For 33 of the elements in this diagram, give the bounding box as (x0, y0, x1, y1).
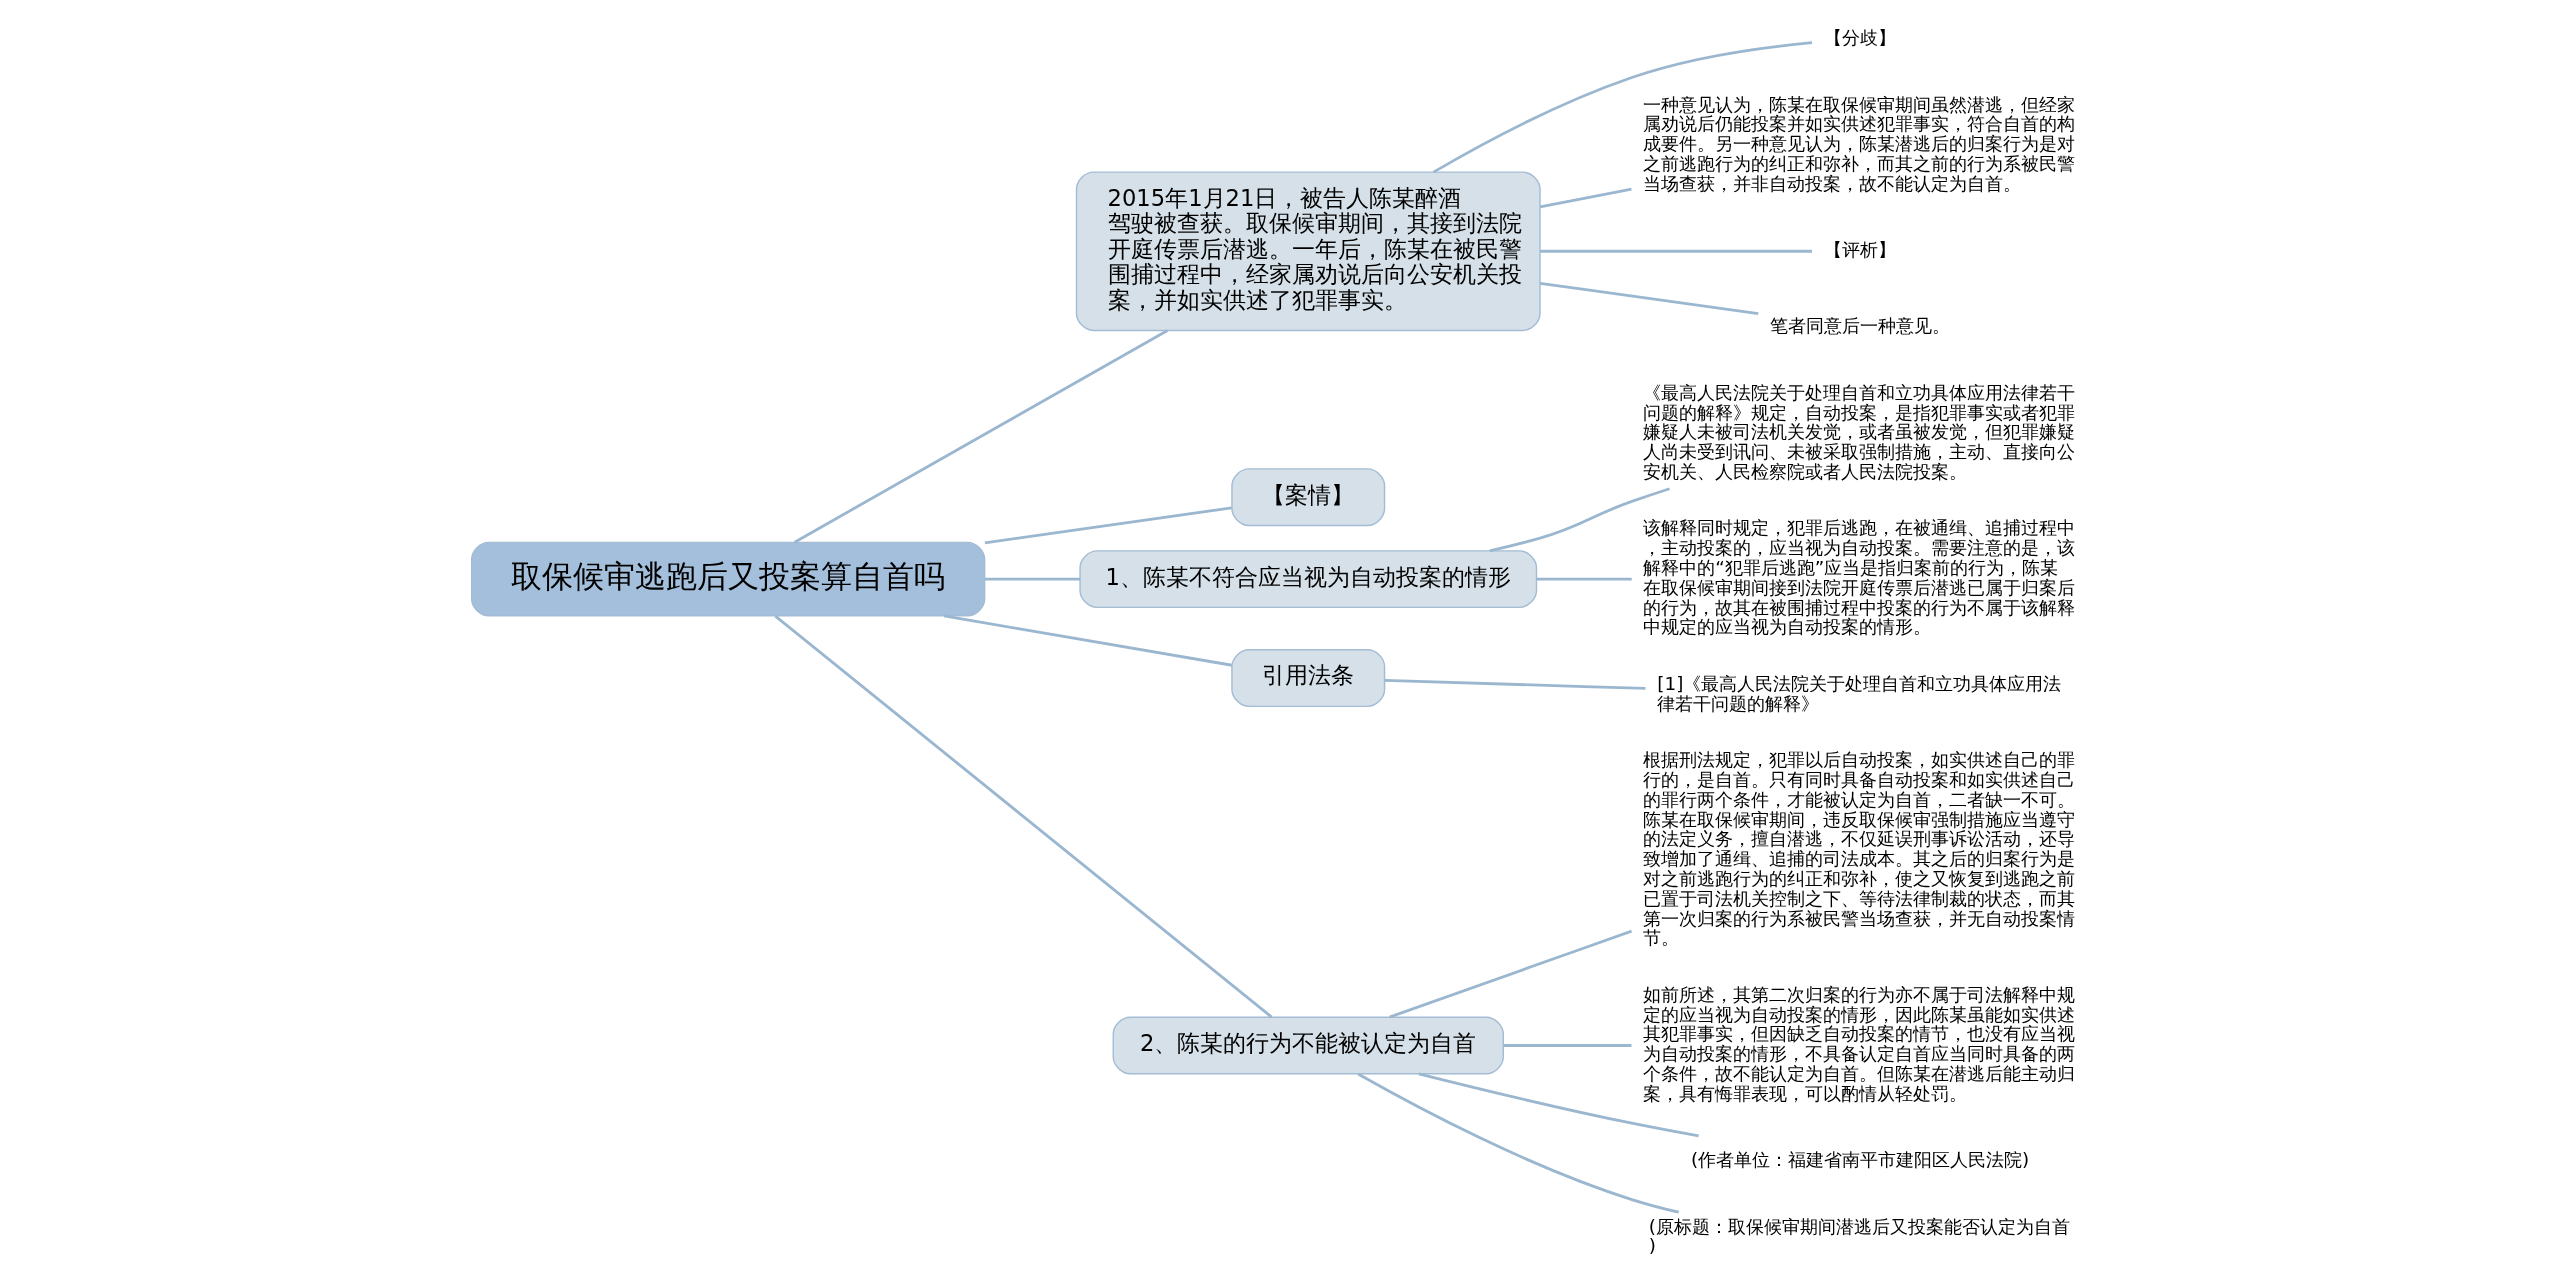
node-box: 2015年1月21日，被告人陈某醉酒驾驶被查获。取保候审期间，其接到法院开庭传票后潜逃。一年后，陈某在被民警围捕过程中，经家属劝说后向公安机关投案，并如实供述了犯罪事实。 (1075, 171, 1541, 332)
node-box: 【案情】 (1231, 468, 1386, 527)
node-box: 取保候审逃跑后又投案算自首吗 (470, 541, 986, 617)
node-text: 一种意见认为，陈某在取保候审期间虽然潜逃，但经家属劝说后仍能投案并如实供述犯罪事实，符合自首的构成要件。另一种意见认为，陈某潜逃后的归案行为是对之前逃跑行为的纠正和弥补，而其之前的行为系被民警当场查获，并非自动投案，故不能认定为自首。 (1643, 93, 2076, 194)
connector (1357, 1072, 1679, 1214)
connector (1384, 678, 1646, 690)
connector (774, 615, 1273, 1019)
node-text: (原标题：取保候审期间潜逃后又投案能否认定为自首) (1648, 1215, 2071, 1257)
connector (1432, 41, 1813, 174)
node-box: 2、陈某的行为不能被认定为自首 (1112, 1016, 1504, 1075)
node-text: (作者单位：福建省南平市建阳区人民法院) (1690, 1149, 2030, 1171)
connector (1536, 577, 1632, 581)
connector (1389, 929, 1633, 1019)
connector (1540, 249, 1812, 253)
node-text: 根据刑法规定，犯罪以后自动投案，如实供述自己的罪行的，是自首。只有同时具备自动投案和如实供述自己的罪行两个条件，才能被认定为自首，二者缺一不可。陈某在取保候审期间，违反取保候审强制措施应当遵守的法定义务，擅自潜逃，不仅延误刑事诉讼活动，还导致增加了通缉、追捕的司法成本。其之后的归案行为是对之前逃跑行为的纠正和弥补，使之又恢复到逃跑之前已置于司法机关控制之下、等待法律制裁的状态，而其第一次归案的行为系被民警当场查获，并无自动投案情节。 (1643, 749, 2076, 949)
node-text: 【评析】 (1824, 239, 1897, 261)
connector (943, 614, 1233, 667)
connector (1418, 1072, 1699, 1138)
node-text: 笔者同意后一种意见。 (1770, 315, 1951, 337)
node-text: [1]《最高人民法院关于处理自首和立功具体应用法律若干问题的解释》 (1657, 672, 2062, 714)
node-text: 如前所述，其第二次归案的行为亦不属于司法解释中规定的应当视为自动投案的情形，因此陈某虽能如实供述其犯罪事实，但因缺乏自动投案的情节，也没有应当视为自动投案的情形，不具备认定自首应当同时具备的两个条件，故不能认定为自首。但陈某在潜逃后能主动归案，具有悔罪表现，可以酌情从轻处罚。 (1643, 983, 2076, 1104)
connector (1539, 187, 1632, 209)
connector (984, 506, 1232, 545)
connector (1489, 487, 1670, 553)
node-text: 《最高人民法院关于处理自首和立功具体应用法律若干问题的解释》规定，自动投案，是指犯罪事实或者犯罪嫌疑人未被司法机关发觉，或者虽被发觉，但犯罪嫌疑人尚未受到讯问、未被采取强制措施，主动、直接向公安机关、人民检察院或者人民法院投案。 (1643, 381, 2076, 482)
connector (984, 577, 1080, 581)
node-box: 1、陈某不符合应当视为自动投案的情形 (1079, 550, 1538, 609)
node-text: 【分歧】 (1824, 27, 1897, 49)
connector (1503, 1044, 1632, 1047)
connector (793, 329, 1169, 544)
node-box: 引用法条 (1231, 649, 1386, 708)
node-text: 该解释同时规定，犯罪后逃跑，在被通缉、追捕过程中，主动投案的，应当视为自动投案。需要注意的是，该解释中的“犯罪后逃跑”应当是指归案前的行为，陈某在取保候审期间接到法院开庭传票后潜逃已属于归案后的行为，故其在被围捕过程中投案的行为不属于该解释中规定的应当视为自动投案的情形。 (1643, 517, 2076, 638)
connector (1539, 281, 1759, 316)
